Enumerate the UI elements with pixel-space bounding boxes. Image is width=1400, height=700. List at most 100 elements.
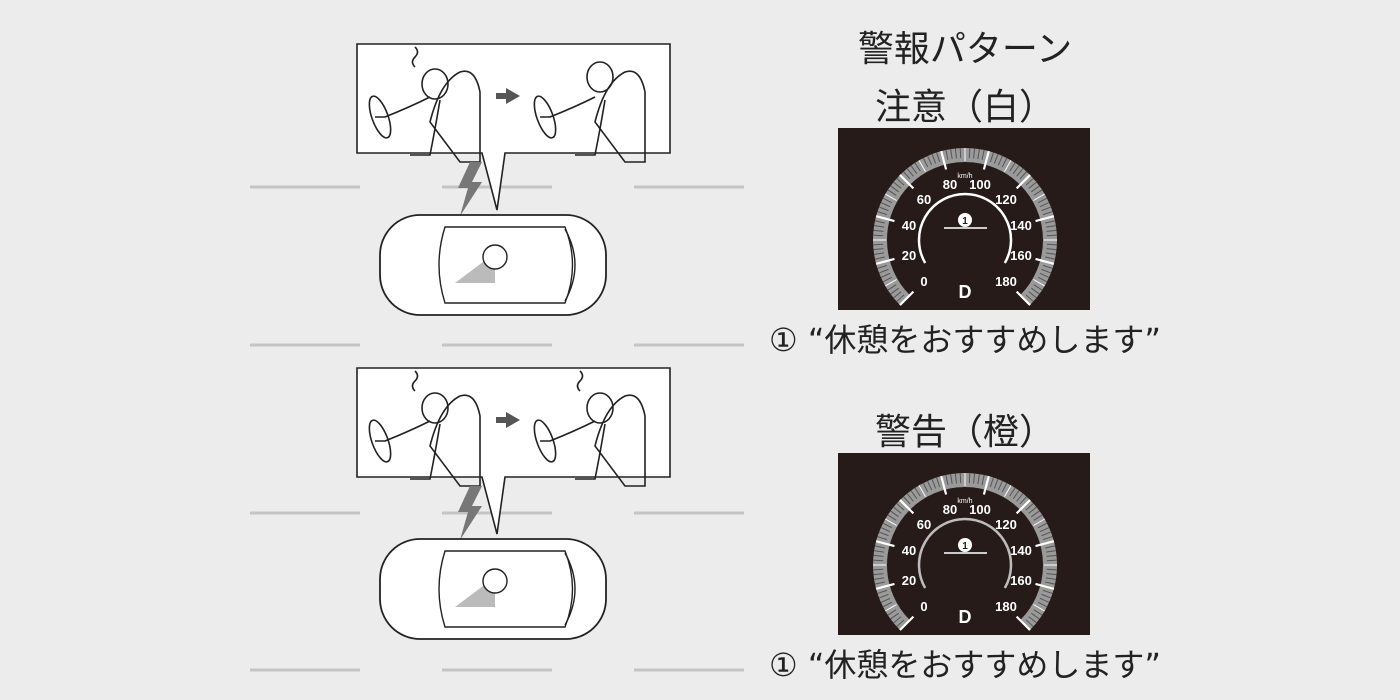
tick-mark <box>1035 540 1055 548</box>
drowsy-lines-icon <box>411 370 419 392</box>
tick-mark <box>936 477 941 488</box>
tick-mark <box>1046 554 1057 557</box>
tick-mark <box>1028 291 1037 299</box>
tick-mark <box>1033 609 1043 616</box>
tick-mark <box>1041 268 1052 274</box>
tick-mark <box>1019 496 1027 505</box>
tick-mark <box>882 601 893 608</box>
tick-mark <box>927 155 933 166</box>
tick-mark <box>877 264 888 269</box>
tick-mark <box>896 619 905 627</box>
gear-indicator: D <box>959 282 972 302</box>
steering-wheel-icon <box>368 95 392 139</box>
tick-label: 140 <box>1010 543 1032 558</box>
tick-mark <box>1009 487 1016 497</box>
head-icon <box>586 392 614 424</box>
tick-mark <box>922 157 929 168</box>
steering-wheel-icon <box>368 419 392 463</box>
tick-mark <box>982 150 990 170</box>
marker-number: 1 <box>962 216 968 227</box>
body-icon <box>540 420 606 480</box>
tick-label: 60 <box>917 192 931 207</box>
unit-label: km/h <box>957 498 972 505</box>
tick-mark <box>896 294 905 302</box>
marker-number: 1 <box>962 541 968 552</box>
tick-mark <box>993 478 999 489</box>
tick-mark <box>1046 243 1057 246</box>
tick-mark <box>1037 276 1048 283</box>
tick-mark <box>1037 197 1048 204</box>
tick-mark <box>874 225 885 228</box>
tick-label: 180 <box>995 274 1017 289</box>
seat-icon <box>594 70 646 163</box>
lightning-icon <box>458 162 482 216</box>
seat-icon <box>429 70 481 163</box>
car-cabin <box>438 226 574 304</box>
tick-mark <box>873 229 884 232</box>
tick-mark <box>954 473 957 484</box>
tick-mark <box>968 148 971 159</box>
tick-label: 100 <box>969 177 991 192</box>
tick-mark <box>1025 503 1034 511</box>
tick-mark <box>885 604 897 612</box>
tick-mark <box>1046 559 1057 562</box>
tick-mark <box>1035 215 1055 223</box>
page-title: 警報パターン <box>857 29 1073 70</box>
tick-mark <box>1025 294 1034 302</box>
tick-mark <box>1012 165 1020 174</box>
tick-mark <box>1033 284 1043 291</box>
tick-mark <box>1045 256 1056 260</box>
tick-mark <box>1045 252 1056 255</box>
tick-mark <box>1046 248 1057 251</box>
tick-mark <box>1004 485 1012 497</box>
arrow-left-icon <box>496 88 520 104</box>
tick-mark <box>997 480 1003 491</box>
tick-mark <box>874 220 885 224</box>
tick-mark <box>1046 234 1057 237</box>
steering-wheel-icon <box>533 95 557 139</box>
tick-mark <box>954 148 957 159</box>
tick-mark <box>878 593 889 599</box>
tick-mark <box>882 522 893 529</box>
car-cabin <box>438 550 574 628</box>
tick-mark <box>873 568 884 571</box>
car-windshield <box>564 552 576 626</box>
tick-mark <box>1015 290 1031 306</box>
gear-indicator: D <box>959 607 972 627</box>
tick-mark <box>1046 229 1057 232</box>
tick-mark <box>874 577 885 580</box>
tick-mark <box>1033 518 1045 526</box>
head-icon <box>421 68 449 100</box>
tick-mark <box>878 206 889 212</box>
tick-mark <box>1028 506 1037 514</box>
tick-mark <box>1046 573 1057 576</box>
tick-mark <box>899 174 915 190</box>
tick-label: 120 <box>995 192 1017 207</box>
tick-mark <box>1042 211 1053 216</box>
tick-mark <box>1045 225 1056 228</box>
tick-mark <box>874 550 885 553</box>
tick-mark <box>878 531 889 537</box>
tick-mark <box>950 149 953 160</box>
tick-mark <box>1033 279 1045 287</box>
tick-mark <box>1035 257 1055 265</box>
tick-mark <box>1039 527 1050 533</box>
speech-bubble <box>356 43 671 211</box>
tick-mark <box>945 474 949 485</box>
tick-mark <box>989 477 994 488</box>
tick-mark <box>982 475 990 495</box>
tick-label: 0 <box>920 274 927 289</box>
tick-label: 120 <box>995 517 1017 532</box>
tick-mark <box>875 540 895 548</box>
tick-mark <box>899 499 915 515</box>
driver-head-icon <box>482 568 508 594</box>
tick-mark <box>880 202 891 208</box>
tick-mark <box>1042 589 1053 594</box>
tick-label: 160 <box>1010 248 1032 263</box>
tick-mark <box>1033 189 1043 196</box>
tick-mark <box>922 482 929 493</box>
marker-circle <box>958 213 972 227</box>
tick-mark <box>959 473 962 484</box>
tick-mark <box>1045 577 1056 580</box>
